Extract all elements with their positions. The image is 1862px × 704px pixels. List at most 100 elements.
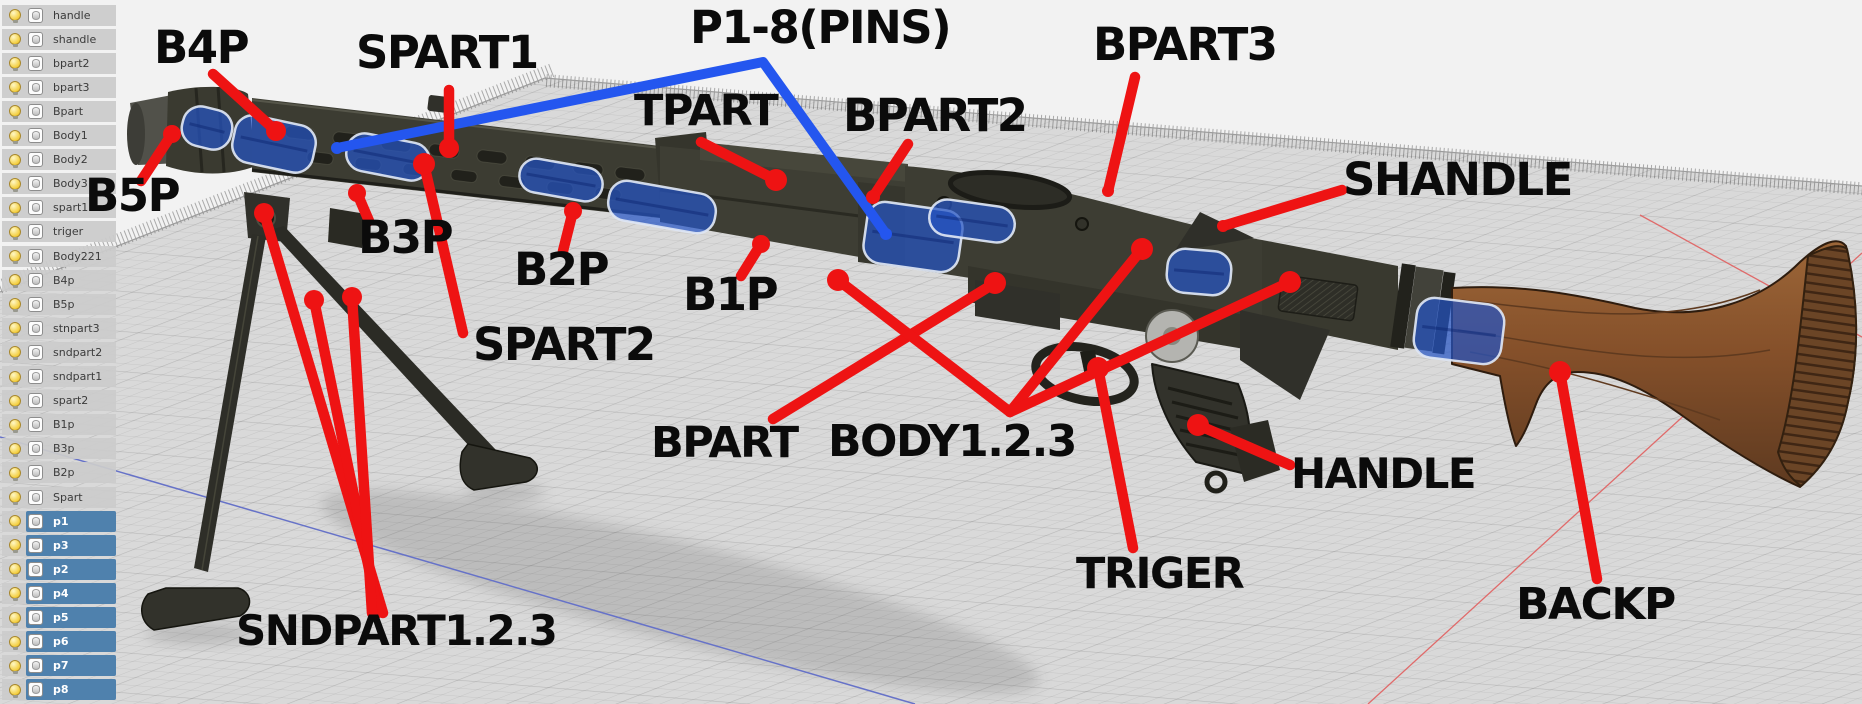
visibility-bulb-icon[interactable] xyxy=(9,587,21,602)
gun-ejection-oval[interactable] xyxy=(947,167,1073,213)
browser-row-Body1[interactable]: Body1 xyxy=(2,125,116,146)
selection-pin[interactable] xyxy=(178,103,236,154)
browser-row-main[interactable]: p1 xyxy=(26,510,116,532)
gun-charging-handle[interactable] xyxy=(1174,212,1254,252)
browser-row-B1p[interactable]: B1p xyxy=(2,414,116,436)
selection-pin[interactable] xyxy=(1165,247,1233,297)
browser-row-main[interactable]: B1p xyxy=(26,414,116,435)
browser-row-main[interactable]: shandle xyxy=(26,29,116,50)
visibility-bulb-icon[interactable] xyxy=(9,539,21,554)
browser-row-p3[interactable]: p3 xyxy=(2,534,116,556)
gun-bipod-clamp[interactable] xyxy=(328,208,366,248)
visibility-bulb-icon[interactable] xyxy=(9,491,21,505)
visibility-bulb-icon[interactable] xyxy=(9,683,21,698)
browser-row-bpart3[interactable]: bpart3 xyxy=(2,76,116,98)
browser-row-main[interactable]: B5p xyxy=(26,294,116,315)
browser-row-Body221[interactable]: Body221 xyxy=(2,245,116,267)
browser-row-main[interactable]: B4p xyxy=(26,270,116,291)
browser-row-main[interactable]: Body2 xyxy=(26,149,116,170)
browser-row-B4p[interactable]: B4p xyxy=(2,269,116,291)
browser-row-B2p[interactable]: B2p xyxy=(2,462,116,484)
selection-pin[interactable] xyxy=(517,156,606,204)
visibility-bulb-icon[interactable] xyxy=(9,33,21,48)
browser-row-p7[interactable]: p7 xyxy=(2,655,116,677)
visibility-bulb-icon[interactable] xyxy=(9,322,21,337)
visibility-bulb-icon[interactable] xyxy=(9,418,21,433)
browser-row-main[interactable]: p6 xyxy=(26,631,116,653)
browser-row-main[interactable]: Body1 xyxy=(26,125,116,146)
visibility-bulb-icon[interactable] xyxy=(9,274,21,289)
visibility-bulb-icon[interactable] xyxy=(9,177,21,192)
browser-row-main[interactable]: bpart3 xyxy=(26,77,116,98)
browser-row-Bpart[interactable]: Bpart xyxy=(2,100,116,122)
visibility-bulb-icon[interactable] xyxy=(9,611,21,626)
browser-row-p8[interactable]: p8 xyxy=(2,679,116,701)
visibility-bulb-icon[interactable] xyxy=(9,466,21,481)
selection-pin[interactable] xyxy=(605,178,718,236)
browser-row-main[interactable]: bpart2 xyxy=(26,53,116,74)
visibility-bulb-icon[interactable] xyxy=(9,635,21,650)
visibility-bulb-icon[interactable] xyxy=(9,9,21,23)
browser-row-main[interactable]: Body3 xyxy=(26,173,116,194)
browser-row-p2[interactable]: p2 xyxy=(2,558,116,580)
browser-row-main[interactable]: Bpart xyxy=(26,101,116,122)
visibility-bulb-icon[interactable] xyxy=(9,57,21,72)
visibility-bulb-icon[interactable] xyxy=(9,659,21,674)
visibility-bulb-icon[interactable] xyxy=(9,370,21,385)
visibility-bulb-icon[interactable] xyxy=(9,346,21,361)
visibility-bulb-icon[interactable] xyxy=(9,81,21,96)
browser-row-Body2[interactable]: Body2 xyxy=(2,149,116,171)
browser-row-main[interactable]: Spart xyxy=(26,487,116,508)
browser-row-sndpart1[interactable]: sndpart1 xyxy=(2,366,116,387)
browser-row-sndpart2[interactable]: sndpart2 xyxy=(2,341,116,363)
selection-pin[interactable] xyxy=(229,112,319,176)
browser-row-main[interactable]: stnpart3 xyxy=(26,318,116,339)
gun-bipod-leg-right[interactable] xyxy=(270,226,496,460)
browser-row-main[interactable]: B3p xyxy=(26,438,116,459)
gun-trigger-guard[interactable] xyxy=(1031,338,1140,410)
visibility-bulb-icon[interactable] xyxy=(9,153,21,168)
browser-row-main[interactable]: sndpart1 xyxy=(26,366,116,387)
visibility-bulb-icon[interactable] xyxy=(9,250,21,264)
gun-bipod-foot-right[interactable] xyxy=(459,443,538,491)
browser-row-main[interactable]: p5 xyxy=(26,607,116,628)
visibility-bulb-icon[interactable] xyxy=(9,298,21,313)
browser-row-Spart[interactable]: Spart xyxy=(2,486,116,508)
browser-row-spart2[interactable]: spart2 xyxy=(2,390,116,412)
visibility-bulb-icon[interactable] xyxy=(9,394,21,409)
browser-row-p4[interactable]: p4 xyxy=(2,582,116,604)
browser-row-main[interactable]: p8 xyxy=(26,679,116,701)
browser-row-main[interactable]: Body221 xyxy=(26,246,116,267)
gun-butt-plate[interactable] xyxy=(1777,245,1858,487)
visibility-bulb-icon[interactable] xyxy=(9,515,21,530)
gun-bipod-foot-left[interactable] xyxy=(141,587,251,631)
selection-pin[interactable] xyxy=(1412,296,1507,366)
visibility-bulb-icon[interactable] xyxy=(9,105,21,120)
browser-row-p6[interactable]: p6 xyxy=(2,631,116,653)
browser-row-main[interactable]: p7 xyxy=(26,655,116,677)
browser-row-main[interactable]: p2 xyxy=(26,558,116,580)
browser-row-spart1[interactable]: spart1 xyxy=(2,197,116,219)
browser-row-B5p[interactable]: B5p xyxy=(2,293,116,315)
visibility-bulb-icon[interactable] xyxy=(9,563,21,578)
visibility-bulb-icon[interactable] xyxy=(9,225,21,240)
browser-row-main[interactable]: spart1 xyxy=(26,197,116,218)
browser-row-Body3[interactable]: Body3 xyxy=(2,173,116,195)
browser-row-main[interactable]: p3 xyxy=(26,534,116,556)
browser-row-main[interactable]: B2p xyxy=(26,462,116,483)
browser-row-bpart2[interactable]: bpart2 xyxy=(2,52,116,74)
visibility-bulb-icon[interactable] xyxy=(9,442,21,457)
browser-row-handle[interactable]: handle xyxy=(2,4,116,26)
browser-row-shandle[interactable]: shandle xyxy=(2,28,116,50)
browser-row-stnpart3[interactable]: stnpart3 xyxy=(2,317,116,339)
gun-grip-frame[interactable] xyxy=(1240,310,1330,400)
browser-row-main[interactable]: sndpart2 xyxy=(26,342,116,363)
browser-row-main[interactable]: spart2 xyxy=(26,390,116,411)
browser-row-main[interactable]: handle xyxy=(26,5,116,26)
visibility-bulb-icon[interactable] xyxy=(9,201,21,216)
browser-row-main[interactable]: triger xyxy=(26,221,116,242)
browser-row-B3p[interactable]: B3p xyxy=(2,438,116,460)
browser-row-triger[interactable]: triger xyxy=(2,221,116,243)
browser-row-main[interactable]: p4 xyxy=(26,582,116,604)
gun-top-cover[interactable] xyxy=(700,142,908,182)
